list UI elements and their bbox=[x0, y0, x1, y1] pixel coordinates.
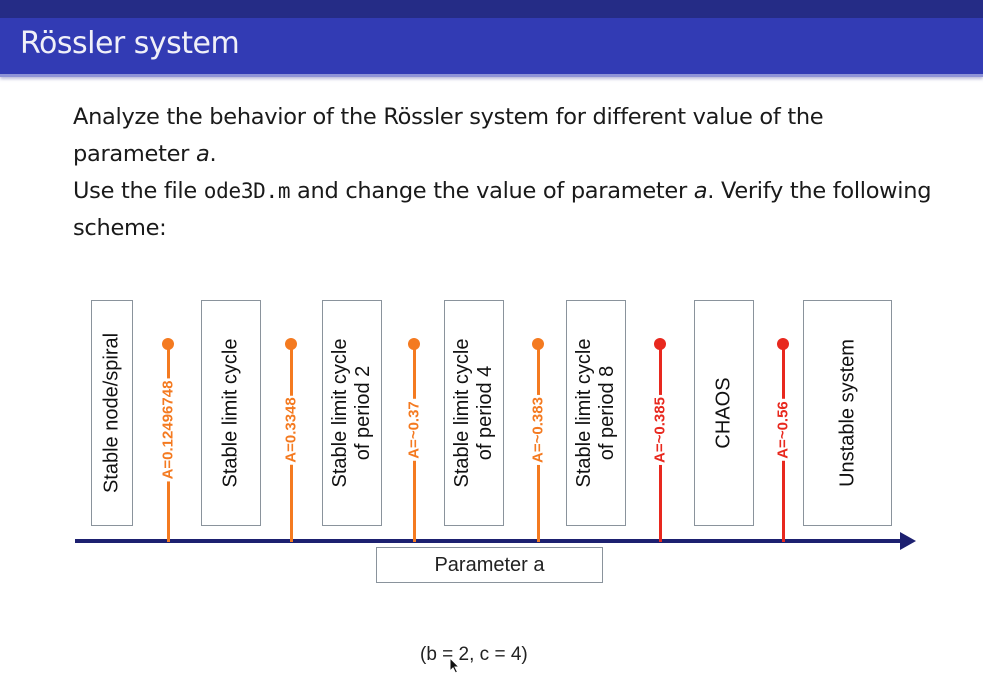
threshold-dot-icon bbox=[162, 338, 174, 350]
threshold-marker: A=0.3348 bbox=[281, 338, 301, 543]
region-label: Unstable system bbox=[836, 339, 859, 487]
region-label: Stable limit cycle bbox=[220, 339, 243, 488]
paragraph-2-middle: and change the value of parameter bbox=[290, 178, 694, 204]
threshold-label: A=~0.37 bbox=[405, 399, 423, 461]
slide-top-bar bbox=[0, 0, 983, 18]
region-label-line: Unstable system bbox=[836, 339, 858, 487]
axis-label-box: Parameter a bbox=[376, 547, 603, 583]
axis-arrowhead-icon bbox=[900, 532, 916, 550]
paragraph-1: Analyze the behavior of the Rössler syst… bbox=[73, 99, 933, 173]
threshold-label: A=~0.56 bbox=[774, 399, 792, 461]
threshold-marker: A=~0.385 bbox=[650, 338, 670, 543]
paragraph-2: Use the file ode3D.m and change the valu… bbox=[73, 173, 933, 247]
threshold-label: A=~0.383 bbox=[529, 395, 547, 465]
paragraph-1-text: Analyze the behavior of the Rössler syst… bbox=[73, 104, 824, 167]
threshold-dot-icon bbox=[654, 338, 666, 350]
filename: ode3D.m bbox=[203, 179, 291, 203]
threshold-label: A=0.3348 bbox=[282, 395, 300, 465]
threshold-marker: A=~0.56 bbox=[773, 338, 793, 543]
param-a: a bbox=[195, 141, 210, 167]
region-label-line: of period 8 bbox=[596, 365, 618, 461]
parameter-axis bbox=[75, 539, 903, 543]
threshold-marker: A=~0.383 bbox=[528, 338, 548, 543]
threshold-label: A=0.12496748 bbox=[159, 378, 177, 482]
slide-body: Analyze the behavior of the Rössler syst… bbox=[73, 99, 933, 247]
threshold-dot-icon bbox=[777, 338, 789, 350]
slide-title-bar: Rössler system bbox=[0, 18, 983, 77]
paragraph-2-text: Use the file bbox=[73, 178, 204, 204]
threshold-dot-icon bbox=[532, 338, 544, 350]
region-label-line: of period 4 bbox=[474, 365, 496, 461]
threshold-label: A=~0.385 bbox=[651, 395, 669, 465]
region-label-line: CHAOS bbox=[712, 377, 735, 449]
threshold-dot-icon bbox=[285, 338, 297, 350]
region-label-line: Stable limit cycle bbox=[451, 338, 473, 488]
region-label: CHAOS bbox=[713, 377, 736, 448]
region-box: Stable limit cycle bbox=[201, 300, 261, 526]
paragraph-2-end: . Verify the following scheme: bbox=[73, 178, 932, 241]
region-label-line: Stable limit cycle bbox=[573, 338, 595, 488]
region-box: CHAOS bbox=[694, 300, 754, 526]
region-box: Stable node/spiral bbox=[91, 300, 133, 526]
threshold-dot-icon bbox=[408, 338, 420, 350]
region-box: Unstable system bbox=[803, 300, 892, 526]
region-label-line: of period 2 bbox=[352, 365, 374, 461]
region-label: Stable node/spiral bbox=[101, 333, 124, 493]
param-a: a bbox=[693, 178, 708, 204]
mouse-cursor-icon bbox=[449, 657, 461, 674]
slide-title: Rössler system bbox=[20, 26, 240, 61]
region-label-line: Stable limit cycle bbox=[329, 338, 351, 488]
threshold-marker: A=0.12496748 bbox=[158, 338, 178, 543]
constants-label: (b = 2, c = 4) bbox=[420, 644, 528, 665]
region-label-line: Stable node/spiral bbox=[100, 332, 123, 494]
threshold-marker: A=~0.37 bbox=[404, 338, 424, 543]
paragraph-1-end: . bbox=[209, 141, 217, 167]
region-label-line: Stable limit cycle bbox=[219, 338, 242, 488]
axis-label: Parameter a bbox=[434, 553, 545, 576]
